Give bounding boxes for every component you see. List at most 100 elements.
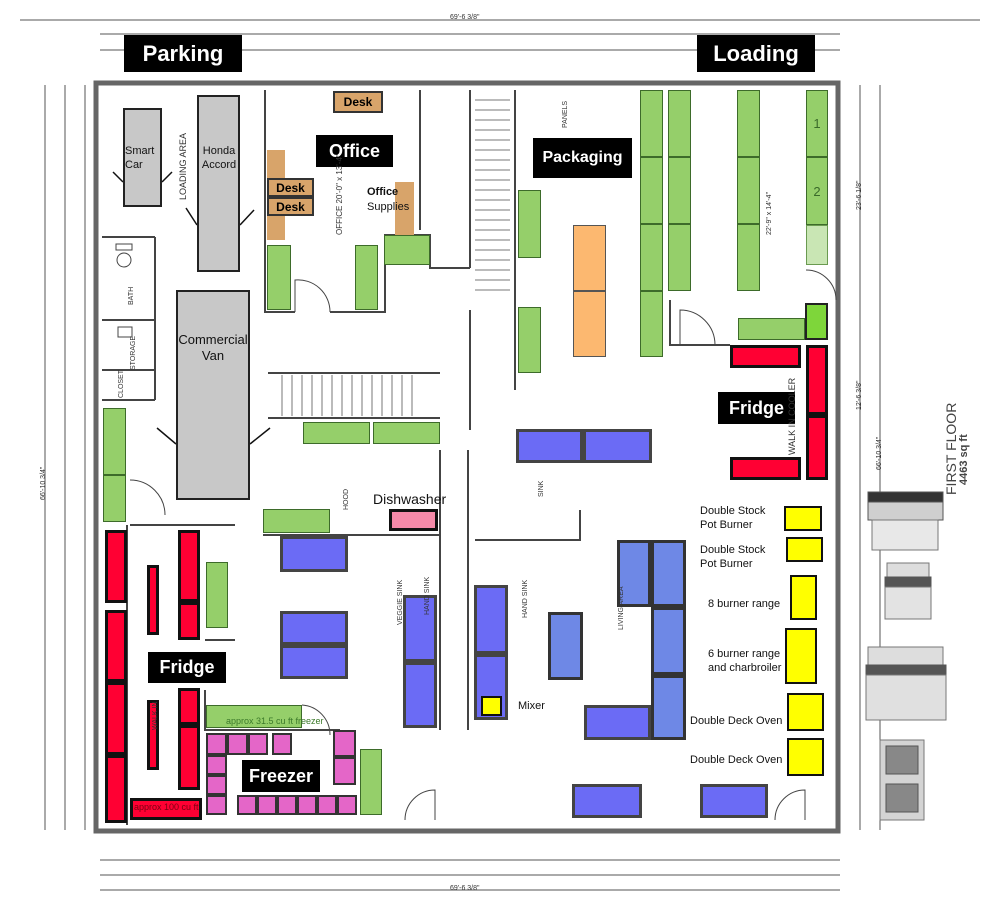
smart-car xyxy=(123,108,162,207)
walkin-fridge-side-1 xyxy=(806,345,828,415)
stair-shelf-1 xyxy=(303,422,370,444)
shelf-area-label: 22'-9" x 14'-4" xyxy=(766,191,773,235)
fridge-right-label: Fridge xyxy=(718,392,795,424)
double-stock-pot-burner-2 xyxy=(786,537,823,562)
fridge-narrow-1 xyxy=(147,565,159,635)
freezer-14 xyxy=(333,730,356,757)
freezer-label: Freezer xyxy=(242,760,320,792)
island-2 xyxy=(651,540,686,607)
panels-label: PANELS xyxy=(562,100,569,128)
mixer xyxy=(481,696,502,716)
desk-2: Desk xyxy=(267,197,314,216)
left-shelf-2 xyxy=(103,475,126,522)
commercial-van-label: Commercial Van xyxy=(178,332,248,364)
freezer-side-shelf xyxy=(360,749,382,815)
fridge-left-4 xyxy=(105,755,127,823)
appliance-label-3: 8 burner range xyxy=(708,598,781,610)
office-label: Office xyxy=(316,135,393,167)
range-charbroiler-photo xyxy=(865,646,947,721)
commercial-van xyxy=(176,290,250,500)
prep-table-top-2 xyxy=(583,429,652,463)
fridge-shelf xyxy=(206,562,228,628)
office-shelf-right xyxy=(355,245,378,310)
shelf-near-fridge xyxy=(738,318,805,340)
freezer-8 xyxy=(237,795,257,815)
appliance-label-4: 6 burner range and charbroiler xyxy=(708,648,782,674)
fridge-left-3 xyxy=(105,682,127,755)
freezer-6 xyxy=(206,775,227,795)
shelf-a2 xyxy=(640,157,663,224)
sink-label: SINK xyxy=(538,480,545,497)
packaging-table-1 xyxy=(573,225,606,291)
freezer-12 xyxy=(317,795,337,815)
dim-right-lower: 12'-6 3/8" xyxy=(856,380,863,410)
closet-label: CLOSET xyxy=(118,369,125,398)
fridge-mid-1 xyxy=(178,530,200,602)
center-table xyxy=(548,612,583,680)
dim-right-total: 66'-10 3/4" xyxy=(876,436,883,470)
desk-1: Desk xyxy=(267,178,314,197)
office-shelf-bottom xyxy=(384,235,430,265)
freezer-15 xyxy=(333,757,356,785)
shelf-b2 xyxy=(668,157,691,224)
fridge-left-1 xyxy=(105,530,127,603)
shelf-b1 xyxy=(668,90,691,157)
walkin-fridge-top xyxy=(730,345,801,368)
office-supplies-cabinet xyxy=(395,182,414,235)
freezer-1 xyxy=(206,733,227,755)
walk-in-cooler-label: WALK IN COOLER xyxy=(787,377,797,455)
loading-area-label: LOADING AREA xyxy=(178,132,188,200)
loading-label: Loading xyxy=(697,35,815,72)
floor-area: 4463 sq ft xyxy=(958,434,970,485)
honda-accord xyxy=(197,95,240,272)
left-shelf-1 xyxy=(103,408,126,475)
storage-label: STORAGE xyxy=(130,335,137,370)
shelf-a4 xyxy=(640,291,663,357)
living-area-label: LIVING AREA xyxy=(618,586,625,630)
double-deck-oven-2 xyxy=(787,738,824,776)
honda-accord-label: Honda Accord xyxy=(201,145,237,171)
fridge-mid-4 xyxy=(178,725,200,790)
appliance-label-1: Double Stock Pot Burner xyxy=(700,505,766,531)
veggie-sink-label: VEGGIE SINK xyxy=(397,579,404,625)
office-room-label: OFFICE 20'-0" x 13'-4" xyxy=(335,154,344,235)
shelf-d3 xyxy=(806,225,828,265)
double-deck-oven-1 xyxy=(787,693,824,731)
appliance-label-6: Double Deck Oven xyxy=(690,754,783,766)
shelf-c1 xyxy=(737,90,760,157)
fridge-left-label: Fridge xyxy=(148,652,226,683)
island-4 xyxy=(651,675,686,740)
fridge-mid-3 xyxy=(178,688,200,725)
dishwasher-label: Dishwasher xyxy=(373,491,447,507)
fridge-narrow-2 xyxy=(147,700,159,770)
freezer-11 xyxy=(297,795,317,815)
eight-burner-range-photo xyxy=(884,562,932,620)
veggie-table-1 xyxy=(403,595,437,662)
desk-top: Desk xyxy=(333,91,383,113)
fridge-left-2 xyxy=(105,610,127,682)
freezer-13 xyxy=(337,795,357,815)
appliance-label-2: Double Stock Pot Burner xyxy=(700,544,766,570)
packaging-shelf-2 xyxy=(518,307,541,373)
prep-table-center-2 xyxy=(280,645,348,679)
fridge-mid-2 xyxy=(178,602,200,640)
dim-right-upper: 23'-6 1/8" xyxy=(856,180,863,210)
freezer-9 xyxy=(257,795,277,815)
bath-label: BATH xyxy=(128,286,135,305)
prep-table-center-1 xyxy=(280,611,348,645)
freezer-10 xyxy=(277,795,297,815)
red-fridge-capacity-label: approx 100 cu ft xyxy=(134,802,199,812)
shelf-b3 xyxy=(668,224,691,291)
eight-burner-range xyxy=(790,575,817,620)
walkin-fridge-bottom xyxy=(730,457,801,480)
freezer-4 xyxy=(272,733,292,755)
stair-shelf-2 xyxy=(373,422,440,444)
smart-car-label: Smart Car xyxy=(125,145,155,171)
chest-freezer xyxy=(206,705,302,728)
freezer-2 xyxy=(227,733,248,755)
office-shelf-left xyxy=(267,245,291,310)
freezer-7 xyxy=(206,795,227,815)
bottom-table-1 xyxy=(572,784,642,818)
walk-in-left-label: WALK IN xyxy=(152,701,159,730)
appliance-label-5: Double Deck Oven xyxy=(690,715,783,727)
